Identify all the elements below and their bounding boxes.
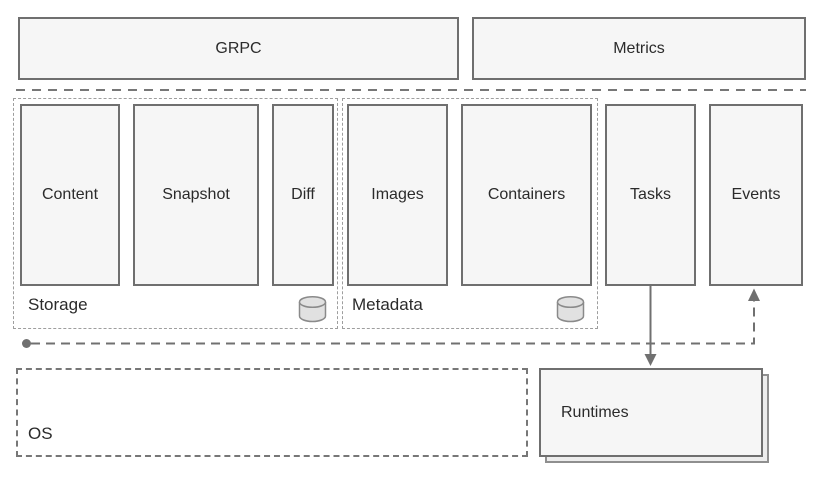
diff-box: Diff <box>272 104 334 286</box>
tasks-box: Tasks <box>605 104 696 286</box>
diff-label: Diff <box>291 186 315 203</box>
metadata-group-label: Metadata <box>352 295 423 314</box>
tasks-label: Tasks <box>630 186 671 203</box>
events-label: Events <box>731 186 781 203</box>
storage-group-label: Storage <box>28 295 88 314</box>
images-label: Images <box>371 186 424 203</box>
content-label: Content <box>41 186 99 203</box>
grpc-label: GRPC <box>215 39 262 57</box>
content-box: Content <box>20 104 120 286</box>
runtimes-box: Runtimes <box>539 368 763 457</box>
arrowhead-down-icon <box>644 354 657 366</box>
database-icon <box>556 295 585 323</box>
arrowhead-up-icon <box>748 288 760 301</box>
metrics-box: Metrics <box>472 17 806 80</box>
snapshot-box: Snapshot <box>133 104 259 286</box>
images-box: Images <box>347 104 448 286</box>
grpc-box: GRPC <box>18 17 459 80</box>
runtimes-label: Runtimes <box>561 403 629 421</box>
tasks-to-runtimes-arrow <box>644 286 657 366</box>
api-boundary-separator <box>16 89 806 91</box>
containers-label: Containers <box>487 186 566 203</box>
metrics-label: Metrics <box>613 39 665 57</box>
containers-box: Containers <box>461 104 592 286</box>
events-box: Events <box>709 104 803 286</box>
os-box <box>16 368 528 457</box>
os-label: OS <box>28 424 53 443</box>
connector-dot-icon <box>22 339 31 348</box>
snapshot-label: Snapshot <box>162 186 230 203</box>
database-icon <box>298 295 327 323</box>
